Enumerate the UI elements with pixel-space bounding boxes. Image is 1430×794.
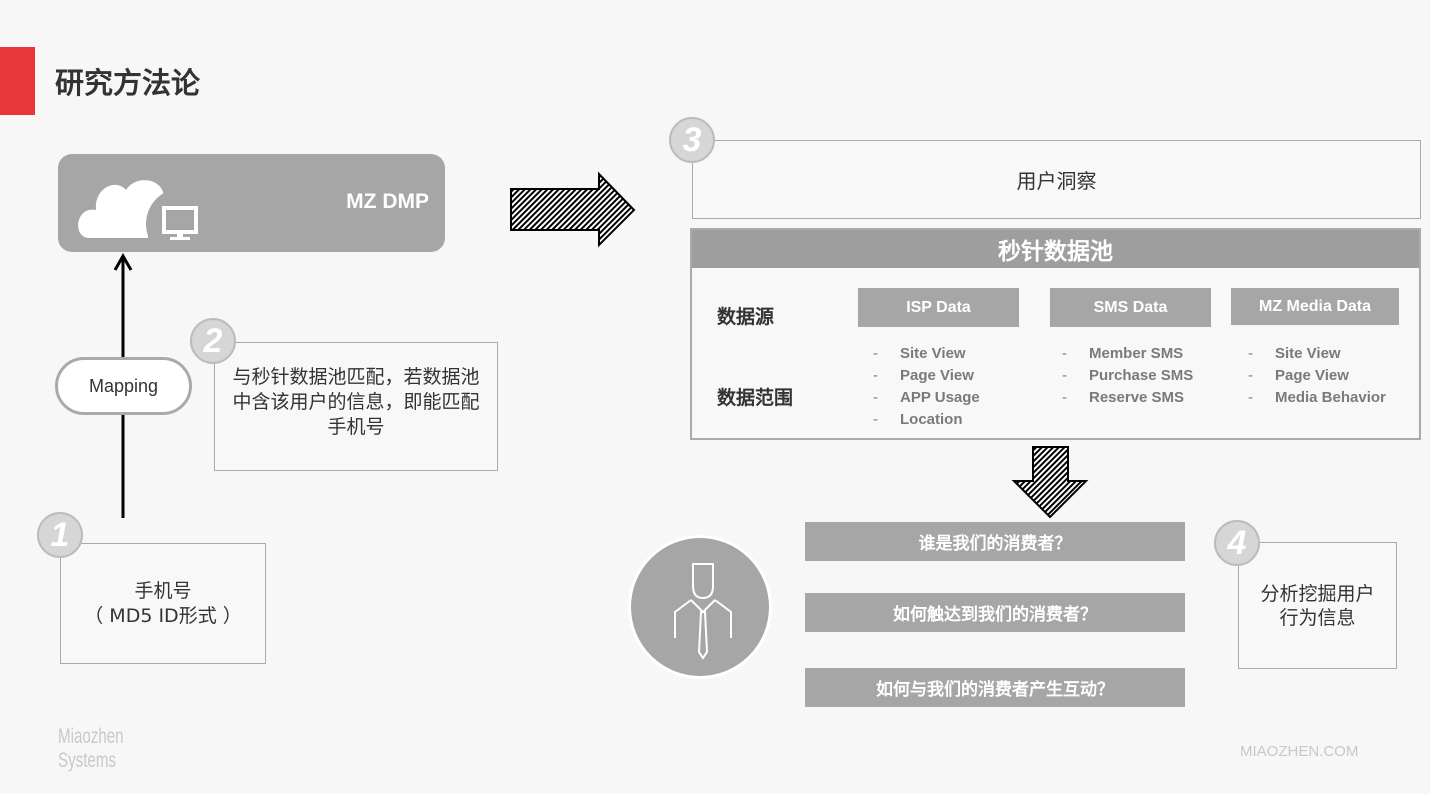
businessman-icon xyxy=(674,563,732,660)
step4-line2: 行为信息 xyxy=(1279,606,1356,629)
mz-media-items: -Site View -Page View -Media Behavior xyxy=(1248,343,1386,409)
step1-box: 手机号 （ MD5 ID形式 ） xyxy=(60,543,266,664)
step3-number: 3 xyxy=(669,117,715,163)
site-url: MIAOZHEN.COM xyxy=(1240,743,1359,760)
step3-text: 用户洞察 xyxy=(1016,169,1097,193)
source-sms: SMS Data xyxy=(1050,288,1211,327)
data-pool-panel: 秒针数据池 数据源 数据范围 ISP Data SMS Data MZ Medi… xyxy=(690,228,1421,440)
step4-line1: 分析挖掘用户 xyxy=(1260,582,1375,605)
list-item: -APP Usage xyxy=(873,389,980,406)
isp-items: -Site View -Page View -APP Usage -Locati… xyxy=(873,343,980,431)
data-pool-title: 秒针数据池 xyxy=(692,230,1419,268)
step2-text: 与秒针数据池匹配，若数据池中含该用户的信息，即能匹配手机号 xyxy=(232,366,480,438)
person-circle xyxy=(628,535,772,679)
title-accent-bar xyxy=(0,47,35,115)
mz-dmp-box: MZ DMP xyxy=(58,154,445,252)
up-arrow-head xyxy=(113,252,133,271)
range-label: 数据范围 xyxy=(717,387,794,409)
step4-number: 4 xyxy=(1214,520,1260,566)
question-who: 谁是我们的消费者？ xyxy=(805,522,1185,561)
step1-line2: （ MD5 ID形式 ） xyxy=(84,604,242,627)
step3-box: 用户洞察 xyxy=(692,140,1421,219)
question-reach: 如何触达到我们的消费者？ xyxy=(805,593,1185,632)
mapping-label: Mapping xyxy=(55,357,192,415)
list-item: -Page View xyxy=(1248,367,1349,384)
page-title: 研究方法论 xyxy=(55,66,201,100)
question-interact: 如何与我们的消费者产生互动？ xyxy=(805,668,1185,707)
down-hatched-arrow xyxy=(1011,446,1089,519)
step2-number: 2 xyxy=(190,318,236,364)
list-item: -Reserve SMS xyxy=(1062,389,1185,406)
right-hatched-arrow xyxy=(510,171,636,248)
list-item: -Member SMS xyxy=(1062,345,1184,362)
source-isp: ISP Data xyxy=(858,288,1019,327)
list-item: -Purchase SMS xyxy=(1062,367,1194,384)
step2-box: 与秒针数据池匹配，若数据池中含该用户的信息，即能匹配手机号 xyxy=(214,342,498,471)
cloud-computer-icon xyxy=(78,180,203,246)
step4-box: 分析挖掘用户 行为信息 xyxy=(1238,542,1397,669)
list-item: -Page View xyxy=(873,367,974,384)
step1-line1: 手机号 xyxy=(134,579,192,602)
list-item: -Media Behavior xyxy=(1248,389,1386,406)
list-item: -Site View xyxy=(1248,345,1341,362)
list-item: -Site View xyxy=(873,345,966,362)
dmp-label: MZ DMP xyxy=(346,190,429,213)
source-label: 数据源 xyxy=(717,306,775,328)
step1-number: 1 xyxy=(37,512,83,558)
list-item: -Location xyxy=(873,411,963,428)
sms-items: -Member SMS -Purchase SMS -Reserve SMS xyxy=(1062,343,1193,409)
source-mz-media: MZ Media Data xyxy=(1231,288,1399,325)
